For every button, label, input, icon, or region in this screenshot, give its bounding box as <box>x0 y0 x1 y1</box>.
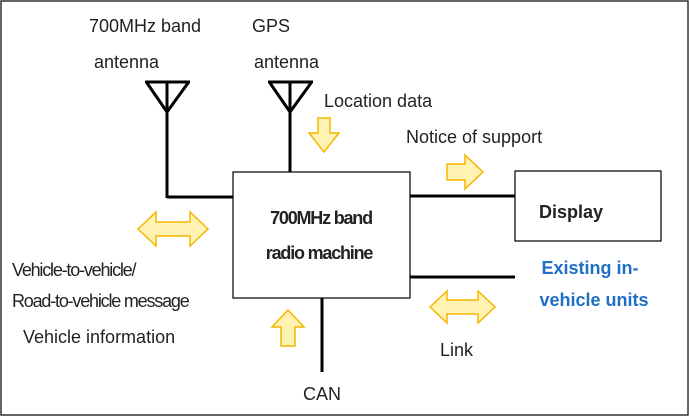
700mhz-antenna-label-line1: 700MHz band <box>89 16 201 36</box>
link-double-arrow <box>428 289 497 325</box>
radio-machine-label-line2: radio machine <box>266 243 374 263</box>
display-label: Display <box>539 202 603 222</box>
notice-right-arrow <box>446 153 485 191</box>
display-box <box>514 170 662 242</box>
link-label: Link <box>440 340 474 360</box>
gps-antenna-label-line1: GPS <box>252 16 290 36</box>
location-down-arrow <box>307 117 341 154</box>
message-double-arrow <box>136 210 210 248</box>
radio-machine-box <box>232 171 411 299</box>
gps-antenna-icon <box>268 80 313 172</box>
location-data-label: Location data <box>324 91 433 111</box>
notice-of-support-label: Notice of support <box>406 127 542 147</box>
vehicle-information-label: Vehicle information <box>23 327 175 347</box>
700mhz-antenna-icon <box>145 80 190 198</box>
existing-units-label-line1: Existing in- <box>541 258 638 278</box>
can-label: CAN <box>303 384 341 404</box>
road-to-vehicle-label: Road-to-vehicle message <box>12 291 190 311</box>
connection-lines <box>167 194 515 372</box>
vehicle-to-vehicle-label: Vehicle-to-vehicle/ <box>12 260 136 280</box>
gps-antenna-label-line2: antenna <box>254 52 320 72</box>
radio-machine-label-line1: 700MHz band <box>270 208 372 228</box>
vehicle-info-up-arrow <box>270 308 306 347</box>
700mhz-antenna-label-line2: antenna <box>94 52 160 72</box>
existing-units-label-line2: vehicle units <box>539 290 648 310</box>
